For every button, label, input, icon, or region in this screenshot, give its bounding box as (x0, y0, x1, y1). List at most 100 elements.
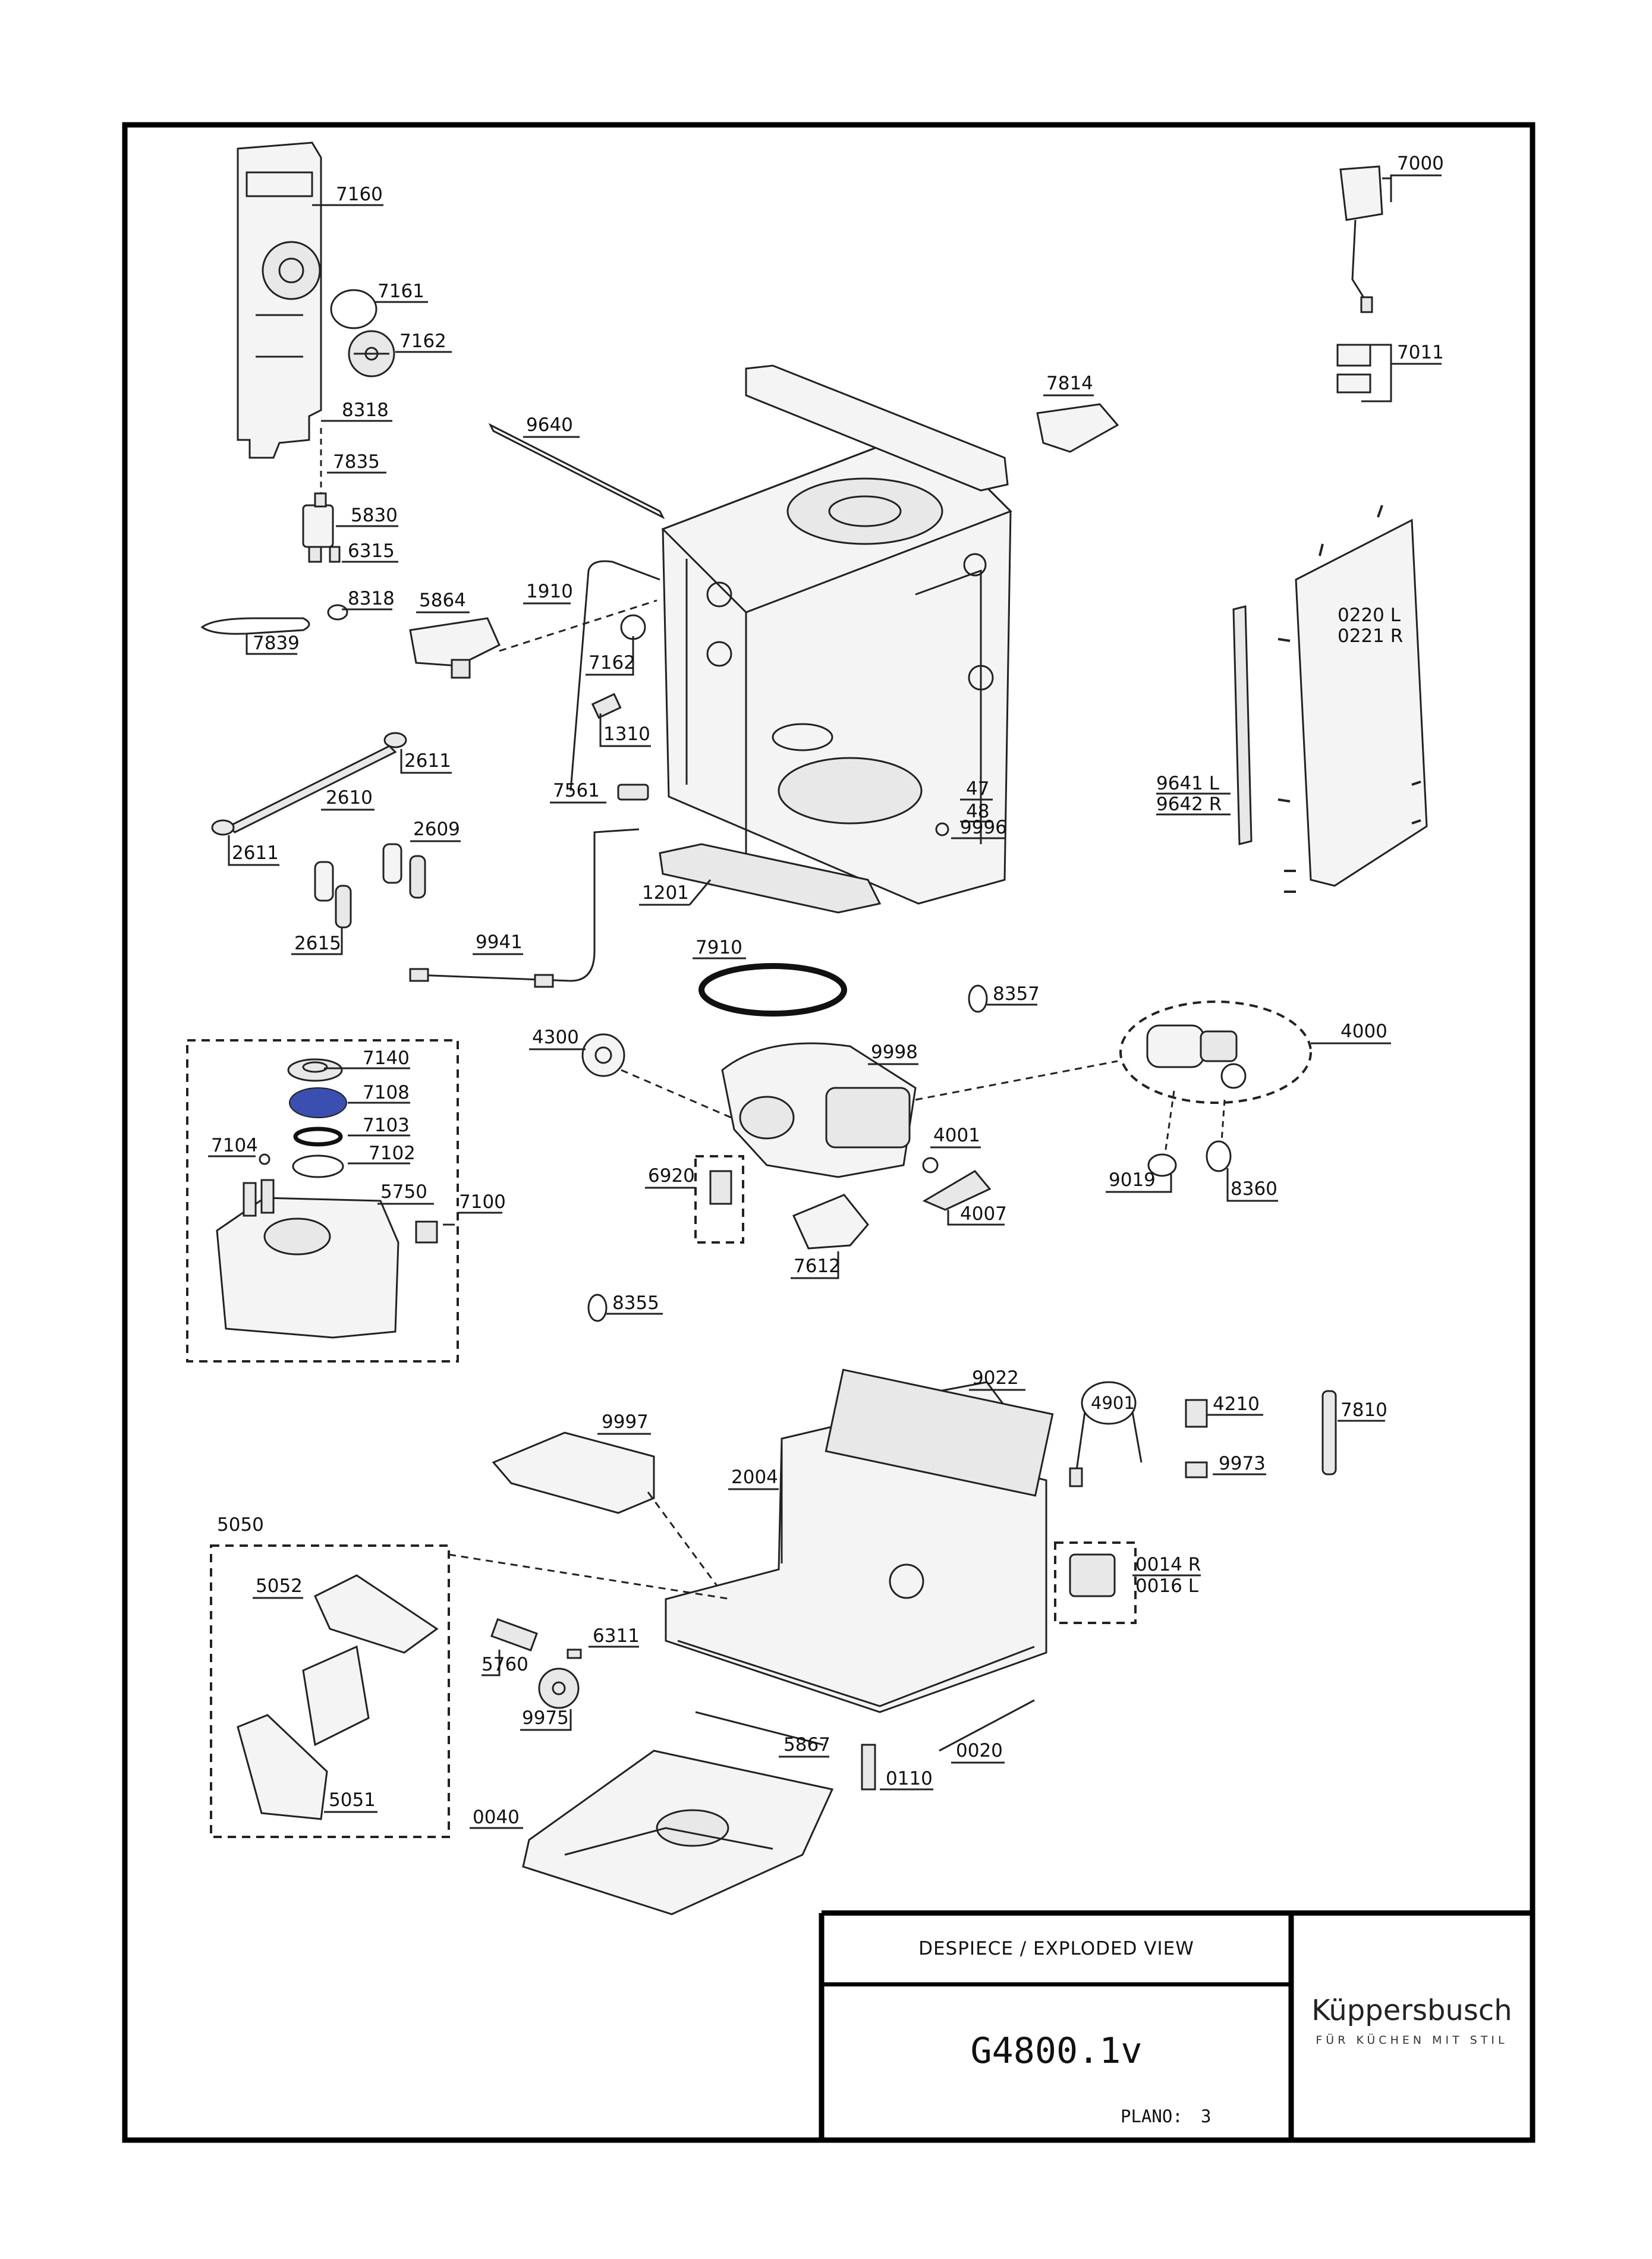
label-0020: 0020 (956, 1740, 1003, 1761)
softener-tank (216, 1179, 399, 1339)
label-8318-b: 8318 (348, 588, 395, 609)
label-7810: 7810 (1341, 1399, 1387, 1421)
label-7814: 7814 (1046, 373, 1093, 394)
pump-7612 (792, 1194, 869, 1250)
label-8360: 8360 (1231, 1178, 1277, 1200)
part-9973 (1185, 1461, 1208, 1478)
screws (1277, 505, 1421, 893)
part-6311 (567, 1648, 582, 1659)
valve-group-0014-0016 (1054, 1541, 1137, 1624)
side-panel-0220-0221 (1295, 518, 1428, 887)
seal-9019 (1147, 1153, 1177, 1177)
label-7108: 7108 (363, 1082, 410, 1103)
disc-7162 (348, 330, 395, 377)
ring-7102 (292, 1154, 344, 1178)
filter-4210 (1185, 1399, 1208, 1428)
label-7104: 7104 (211, 1135, 258, 1156)
part-1310 (591, 693, 622, 719)
model-number: G4800.1v (971, 2030, 1143, 2072)
label-4007: 4007 (960, 1203, 1007, 1225)
label-5750: 5750 (380, 1181, 427, 1203)
label-2611-b: 2611 (232, 842, 279, 864)
label-47: 47 (966, 778, 989, 800)
sump-9998 (721, 1042, 917, 1178)
rod-0020 (939, 1699, 1035, 1752)
top-frame (745, 364, 1009, 492)
label-4000: 4000 (1341, 1021, 1387, 1042)
hinge-7814 (1036, 403, 1119, 453)
label-1310: 1310 (603, 723, 650, 745)
disc-7162-b (620, 614, 646, 640)
label-7160: 7160 (336, 184, 383, 205)
label-9941: 9941 (476, 932, 523, 953)
water-tank-assembly (237, 141, 322, 459)
softener-group-7100 (186, 1039, 459, 1363)
label-2004: 2004 (731, 1467, 778, 1488)
sensor-group-6920 (694, 1155, 744, 1244)
heater-4300 (581, 1033, 625, 1077)
label-4210: 4210 (1213, 1393, 1260, 1415)
label-7839: 7839 (253, 633, 300, 654)
label-9997: 9997 (602, 1411, 649, 1433)
label-7102: 7102 (369, 1143, 416, 1164)
label-9973: 9973 (1219, 1453, 1266, 1474)
filter-9975 (538, 1667, 580, 1709)
label-7100: 7100 (459, 1191, 506, 1213)
base-frame-1201 (659, 843, 882, 914)
base-frame-2004 (665, 1368, 1054, 1713)
hose-7839 (200, 617, 310, 635)
screw-4001 (922, 1157, 939, 1173)
label-7910: 7910 (696, 937, 742, 958)
label-2615: 2615 (294, 933, 341, 954)
base-tray-0040 (522, 1750, 834, 1915)
label-7162-a: 7162 (399, 331, 446, 352)
title-block (819, 1910, 1533, 2140)
label-7103: 7103 (363, 1115, 410, 1136)
label-9998: 9998 (871, 1042, 918, 1063)
label-4001: 4001 (933, 1125, 980, 1146)
label-7000: 7000 (1397, 153, 1444, 174)
label-7561: 7561 (553, 780, 600, 801)
label-5864: 5864 (419, 590, 466, 611)
valve-5830 (302, 492, 334, 563)
switch-5864 (409, 617, 501, 679)
label-5830: 5830 (351, 505, 398, 526)
label-8318-a: 8318 (342, 399, 389, 421)
label-5052: 5052 (256, 1575, 303, 1597)
duct-9997 (492, 1431, 655, 1514)
clamp-8357 (968, 984, 988, 1013)
label-7835: 7835 (333, 451, 380, 473)
label-9022: 9022 (972, 1367, 1019, 1389)
label-9642: 9642 R (1156, 794, 1222, 815)
valve-5750 (415, 1220, 438, 1244)
label-2611-a: 2611 (404, 750, 451, 772)
label-7011: 7011 (1397, 342, 1444, 363)
o-ring-7103 (293, 1127, 343, 1147)
control-group-5050 (210, 1544, 450, 1838)
wheel-2615 (314, 861, 352, 929)
gasket-7910 (698, 963, 847, 1017)
label-0040: 0040 (473, 1807, 520, 1828)
brand-logo: Küppersbusch (1311, 1994, 1512, 2027)
label-9641: 9641 L (1156, 773, 1220, 794)
label-7140: 7140 (363, 1047, 410, 1069)
clip-6315 (329, 546, 341, 563)
power-cable-4901 (1069, 1381, 1143, 1487)
pcb-5051 (237, 1645, 370, 1820)
clamp-8318-b (327, 604, 348, 621)
label-0016: 0016 L (1135, 1575, 1199, 1597)
pump-4000 (1146, 1024, 1247, 1089)
label-5867: 5867 (783, 1734, 830, 1755)
label-6920: 6920 (648, 1165, 695, 1187)
end-cap-2611-a (383, 732, 407, 748)
label-5760: 5760 (482, 1654, 528, 1675)
softener-disc-7108 (289, 1087, 347, 1118)
label-1201: 1201 (642, 882, 689, 904)
label-4901: 4901 (1091, 1393, 1135, 1413)
label-8355: 8355 (612, 1292, 659, 1314)
label-48: 48 (966, 801, 989, 822)
label-2609: 2609 (413, 819, 460, 840)
housing-5052 (314, 1574, 439, 1654)
label-9019: 9019 (1109, 1169, 1156, 1191)
